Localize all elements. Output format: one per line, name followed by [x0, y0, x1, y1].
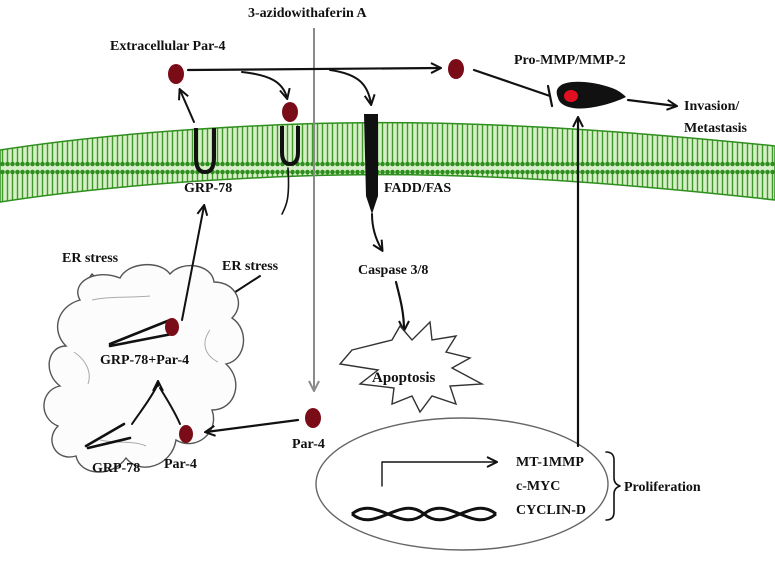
par4-dot-icon [168, 64, 184, 84]
arrow-grp78-to-par4 [180, 90, 195, 123]
metastasis-label: Metastasis [684, 121, 748, 136]
grp78-receptor-right-icon [280, 126, 300, 167]
apoptosis-label: Apoptosis [372, 370, 436, 386]
par4-er-label: Par-4 [164, 457, 197, 472]
arrow-par4-to-er [206, 418, 300, 432]
complex-label: GRP-78+Par-4 [100, 353, 189, 368]
caspase-label: Caspase 3/8 [358, 263, 428, 278]
par4-bound-dot-icon [282, 102, 298, 122]
arrow-caspase-to-apoptosis [394, 280, 404, 330]
arrow-fadd-to-caspase [371, 213, 382, 250]
par4-cytoplasm-label: Par-4 [292, 437, 325, 452]
gene-cmyc-label: c-MYC [516, 479, 560, 494]
arrow-par4-to-secreted [186, 68, 440, 70]
er-stress-left-label: ER stress [62, 251, 119, 266]
gene-cyclin-label: CYCLIN-D [516, 503, 586, 518]
promoter-arrow [381, 462, 496, 487]
extracellular-par4-label: Extracellular Par-4 [110, 39, 225, 54]
par4-cytoplasm-dot-icon [305, 408, 321, 428]
par4-er-dot-icon [179, 425, 193, 443]
grp78-receptor-label: GRP-78 [184, 181, 232, 196]
complex-grp78-shape [108, 318, 174, 348]
arrow-par4-to-grp78-right [241, 71, 287, 98]
invasion-label: Invasion/ [684, 99, 740, 114]
arrow-grp78r-to-er [281, 167, 290, 215]
drug-label: 3-azidowithaferin A [248, 6, 367, 21]
proliferation-label: Proliferation [624, 480, 701, 495]
arrow-mmp-to-invasion [626, 98, 676, 106]
par4-secreted-dot-icon [448, 59, 464, 79]
grp78-receptor-icon [194, 128, 216, 175]
fadd-fas-receptor-icon [364, 114, 378, 214]
par4-complex-dot-icon [165, 318, 179, 336]
fadd-fas-label: FADD/FAS [384, 181, 451, 196]
gene-mt1mmp-label: MT-1MMP [516, 455, 584, 470]
er-grp78-shape [84, 422, 132, 450]
nucleus [315, 417, 609, 551]
dna-helix-icon [351, 506, 497, 522]
er-stress-mid-label: ER stress [222, 259, 279, 274]
arrow-par4-to-fadd [329, 69, 371, 104]
arrow-complex-to-grp78 [181, 206, 204, 321]
endoplasmic-reticulum [43, 263, 245, 473]
mmp-enzyme-icon [556, 81, 626, 109]
grp78-er-label: GRP-78 [92, 461, 140, 476]
inhibition-par4-mmp [472, 68, 554, 108]
cell-membrane [0, 121, 775, 203]
apoptosis-burst-icon [338, 320, 485, 414]
proliferation-brace [605, 451, 621, 521]
pro-mmp-label: Pro-MMP/MMP-2 [514, 53, 626, 68]
